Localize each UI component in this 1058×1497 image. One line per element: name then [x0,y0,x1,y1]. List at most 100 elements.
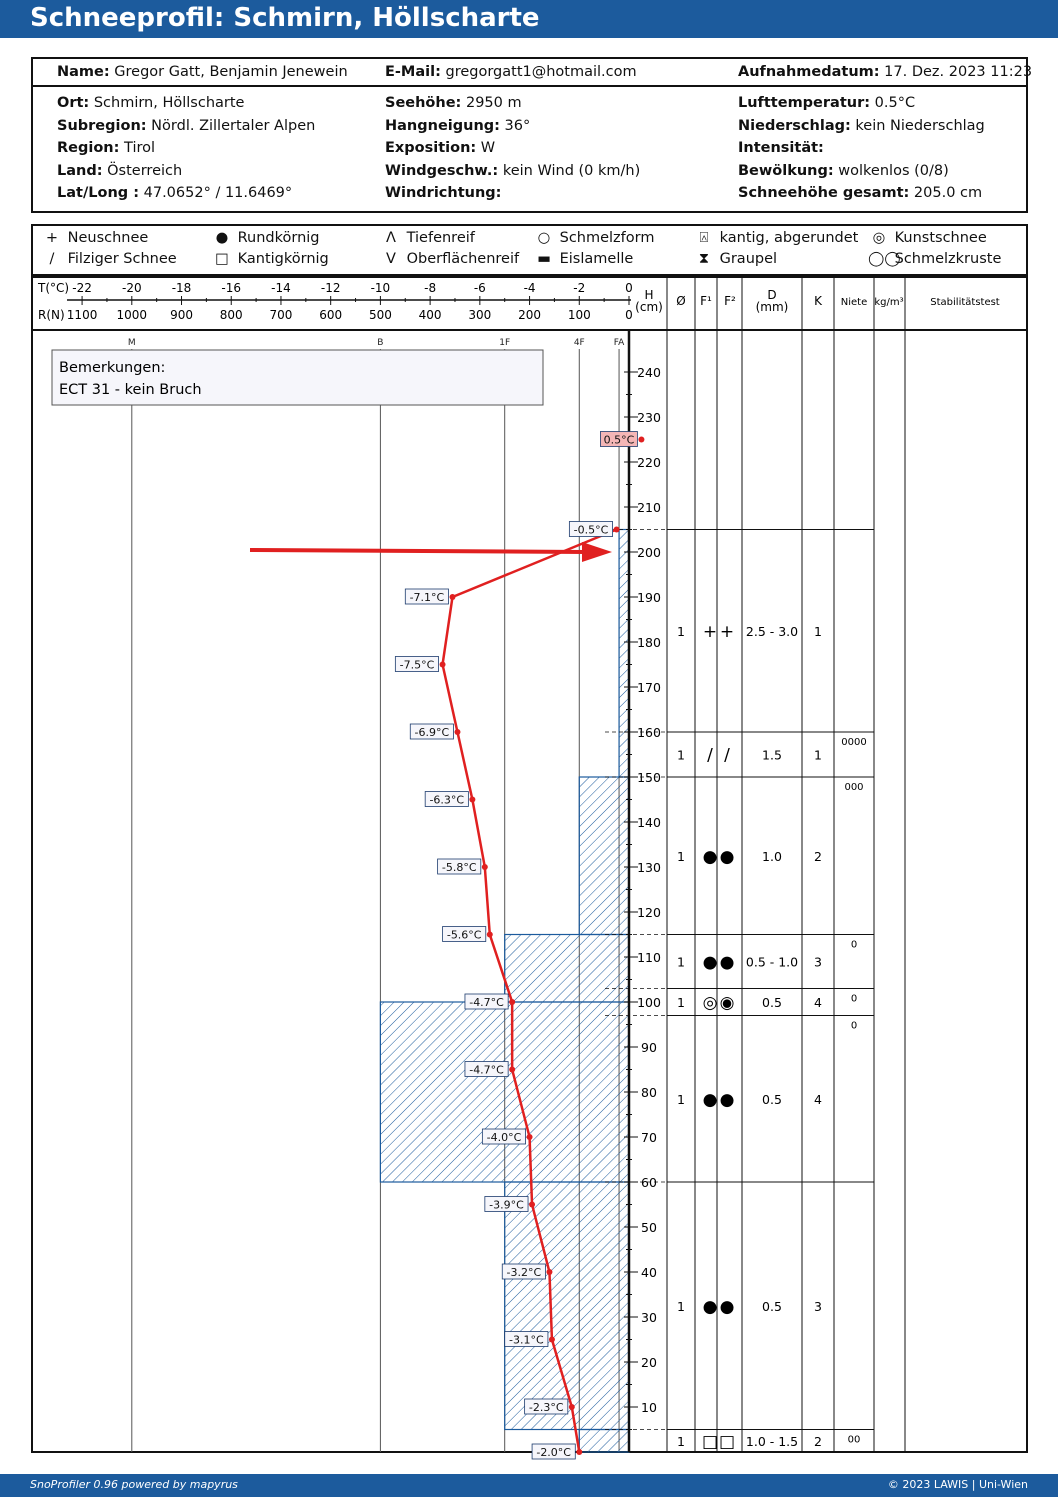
layer-niete: 0 [851,1021,857,1032]
header-field-value: kein Niederschlag [850,117,985,134]
layer-niete: 0000 [841,737,866,748]
temperature-label: -5.8°C [442,861,477,874]
temperature-label: -4.7°C [469,1064,504,1077]
header-field-value: Österreich [102,162,183,179]
legend-item: Λ Tiefenreif [380,230,475,246]
double-circle-icon: ◎ [872,230,886,246]
t-tick-label: -18 [172,281,192,295]
layer-f1-symbol: + [703,622,717,642]
layer-grain-size: 0.5 [762,1299,782,1314]
temperature-label: -3.1°C [509,1334,544,1347]
caret-up-icon: Λ [386,230,396,246]
temperature-label: 0.5°C [604,434,635,447]
header-field: Seehöhe: 2950 m [385,95,522,111]
h-tick-label: 120 [637,905,661,920]
layer-diameter: 1 [677,748,685,763]
t-tick-label: -4 [524,281,536,295]
h-tick-label: 170 [637,680,661,695]
legend-label: Schmelzkruste [890,251,1002,267]
temperature-label-box [600,431,638,447]
header-field: Ort: Schmirn, Höllscharte [57,95,245,111]
layer-grain-size: 0.5 - 1.0 [746,955,798,970]
temperature-label-box [394,656,439,672]
temperature-point [469,796,476,803]
header-field-value: W [476,140,496,156]
layer-diameter: 1 [677,1434,685,1449]
layer-hardness-k: 4 [814,995,822,1010]
layer-hardness-k: 4 [814,1092,822,1107]
header-field-value: Nördl. Zillertaler Alpen [146,117,316,134]
h-tick-label: 210 [637,500,661,515]
h-tick-label: 140 [637,815,661,830]
col-density: kg/m³ [874,297,903,308]
col-diameter: Ø [676,294,685,308]
temperature-point [529,1201,536,1208]
temperature-point [454,729,461,735]
t-tick-label: -22 [72,281,92,295]
temperature-label-box [404,588,449,605]
layer-f1-symbol: ◎ [703,993,718,1013]
hardness-layer [578,1428,630,1453]
layer-f2-symbol: ● [720,1090,735,1110]
r-tick-label: 1100 [67,308,98,322]
h-tick-label: 110 [637,950,661,965]
temperature-label-box [442,926,487,942]
r-tick-label: 100 [568,308,591,322]
temperature-point [439,661,446,668]
h-tick-label: 200 [637,545,661,560]
temperature-label: -6.9°C [415,726,450,739]
temperature-label: -3.2°C [507,1266,542,1279]
layer-diameter: 1 [677,624,685,639]
h-tick-label: 180 [637,635,661,650]
h-tick-label: 130 [637,860,661,875]
layer-f1-symbol: □ [702,1432,718,1452]
temperature-label-box [481,1128,526,1145]
t-tick-label: -10 [371,281,391,295]
header-field-value: 2950 m [461,95,522,111]
hardness-marker: M [128,338,136,348]
filled-circle-icon: ● [215,230,229,246]
t-tick-label: -6 [474,281,486,295]
h-tick-label: 220 [637,455,661,470]
h-tick-label: 10 [641,1400,657,1415]
temperature-label-box [437,858,482,875]
layer-hardness-k: 2 [814,1434,822,1449]
name-value: Gregor Gatt, Benjamin Jenewein [114,64,348,80]
page-title: Schneeprofil: Schmirn, Höllscharte [30,3,540,33]
layer-grain-size: 0.5 [762,1092,782,1107]
layer-grain-size: 1.5 [762,748,782,763]
layer-niete: 000 [844,782,863,793]
header-field-value: 36° [499,117,531,134]
header-field-value: Tirol [119,140,156,156]
header-field-value: 47.0652° / 11.6469° [139,185,293,201]
header-field: Land: Österreich [57,162,183,179]
h-tick-label: 230 [637,410,661,425]
temperature-label: -7.1°C [410,591,445,604]
bar-icon: ▬ [537,251,551,267]
layer-hardness-k: 3 [814,955,822,970]
h-tick-label: 30 [641,1310,657,1325]
r-tick-label: 300 [468,308,491,322]
hardness-marker: FA [614,338,625,348]
title-bar: Schneeprofil: Schmirn, Höllscharte [0,0,1058,38]
hardness-marker: 1F [499,338,510,348]
h-tick-label: 190 [637,590,661,605]
h-tick-label: 160 [637,725,661,740]
temperature-label: -3.9°C [489,1199,524,1212]
layer-diameter: 1 [677,1092,685,1107]
temperature-label-box [424,791,469,807]
h-tick-label: 50 [641,1220,657,1235]
layer-f2-symbol: / [724,746,730,766]
legend-label: Filziger Schnee [63,251,177,267]
plus-icon: + [45,230,59,246]
temperature-label-box [568,521,613,537]
r-tick-label: 0 [625,308,633,322]
h-tick-label: 80 [641,1085,657,1100]
temperature-label-box [464,993,509,1010]
footer-copyright: © 2023 LAWIS | Uni-Wien [887,1478,1028,1491]
layer-diameter: 1 [677,955,685,970]
h-tick-label: 70 [641,1130,657,1145]
layer-f1-symbol: ● [703,953,718,973]
t-tick-label: -20 [122,281,142,295]
header-field-value: 205.0 cm [909,185,983,201]
